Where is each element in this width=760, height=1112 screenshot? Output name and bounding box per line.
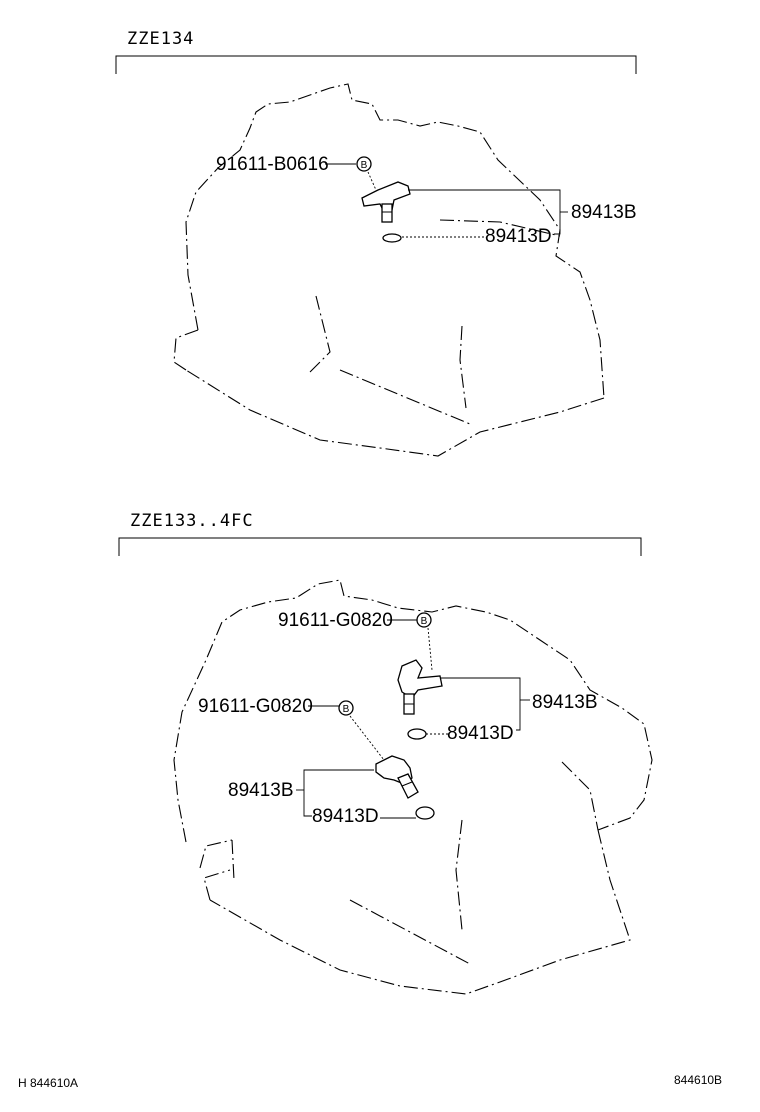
transmission-outline-bottom bbox=[173, 579, 653, 995]
footer-left-code: H 844610A bbox=[18, 1076, 78, 1090]
o-ring-upper bbox=[407, 728, 427, 740]
bolt-91611-g0820-upper: B bbox=[416, 612, 432, 628]
camshaft-sensor-upper bbox=[397, 659, 443, 715]
bolt-axis-lower bbox=[349, 715, 385, 761]
bolt-axis-upper bbox=[427, 627, 433, 671]
section-bracket-bottom bbox=[118, 537, 642, 556]
label-bolt-lower: 91611-G0820 bbox=[198, 696, 313, 717]
model-header-bottom: ZZE133..4FC bbox=[130, 511, 254, 531]
label-sensor-lower: 89413B bbox=[228, 780, 294, 801]
bolt-symbol-icon: B bbox=[421, 616, 428, 627]
label-bolt-top: 91611-B0616 bbox=[216, 154, 329, 175]
o-ring-top bbox=[382, 233, 402, 243]
label-sensor-top: 89413B bbox=[571, 202, 637, 223]
section-top: ZZE134 B 91611-B06 bbox=[115, 29, 637, 457]
label-oring-upper: 89413D bbox=[447, 723, 514, 744]
footer-right-code: 844610B bbox=[674, 1073, 722, 1087]
o-ring-lower bbox=[415, 806, 435, 820]
model-header-top: ZZE134 bbox=[127, 29, 194, 49]
transmission-outline-top bbox=[173, 83, 605, 457]
bolt-symbol-icon: B bbox=[361, 160, 368, 171]
bracket-89413b-lower bbox=[303, 769, 374, 817]
label-bolt-upper: 91611-G0820 bbox=[278, 610, 393, 631]
camshaft-sensor-top bbox=[361, 181, 411, 223]
label-oring-top: 89413D bbox=[485, 226, 552, 247]
section-bracket-top bbox=[115, 55, 637, 74]
section-bottom: ZZE133..4FC B 91611-G bbox=[118, 511, 653, 995]
bolt-91611-g0820-lower: B bbox=[338, 700, 354, 716]
label-sensor-upper: 89413B bbox=[532, 692, 598, 713]
camshaft-sensor-lower bbox=[375, 755, 419, 799]
label-oring-lower: 89413D bbox=[312, 806, 379, 827]
bracket-89413b-upper bbox=[440, 677, 521, 731]
bolt-symbol-icon: B bbox=[343, 704, 350, 715]
bolt-91611-b0616: B bbox=[356, 156, 372, 172]
bolt-axis-top bbox=[367, 171, 377, 191]
